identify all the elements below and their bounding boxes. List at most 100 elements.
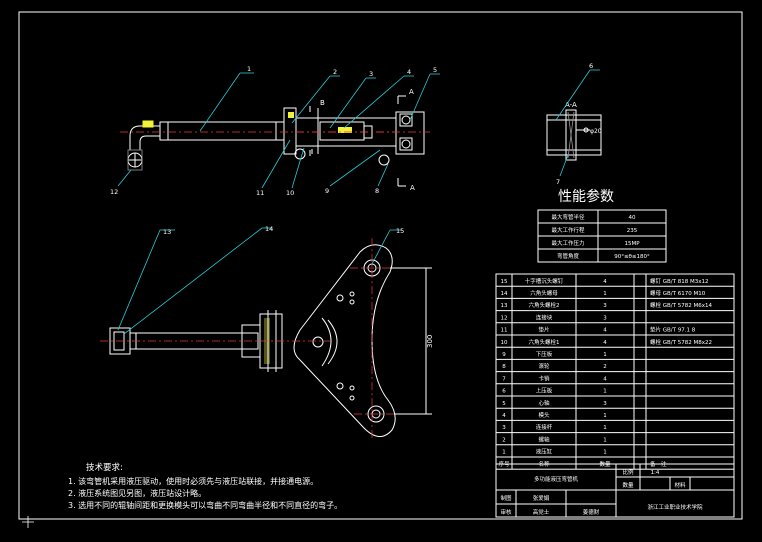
bom-cell-name: 连接杆 — [536, 423, 553, 431]
bom-cell-name: 六角头螺母 — [530, 289, 558, 297]
balloon-12: 12 — [110, 188, 118, 196]
school-name: 浙江工业职业技术学院 — [647, 503, 703, 511]
bom-cell-note: 螺栓 GB/T 5782 M8x22 — [650, 338, 712, 346]
phi-20-label: φ20 — [590, 128, 602, 135]
material-label: 材料 — [674, 481, 686, 489]
balloon-15: 15 — [396, 227, 404, 235]
bom-cell-name: 下压板 — [536, 350, 553, 358]
product-name: 多功能液压弯管机 — [534, 475, 579, 483]
bom-cell-qty: 3 — [603, 303, 607, 309]
elbow-fitting — [129, 125, 160, 150]
bom-cell-no: 3 — [502, 425, 506, 431]
bom-cell-no: 7 — [502, 376, 506, 382]
drawing-frame — [18, 11, 743, 520]
bom-cell-qty: 4 — [603, 340, 607, 346]
bom-cell-note: 螺钉 GB/T 818 M3x12 — [650, 277, 709, 285]
bom-cell-no: 13 — [501, 303, 508, 309]
check-label: 审核 — [500, 508, 512, 516]
dimension-300: 300 — [426, 335, 434, 348]
perf-name-2: 最大工作压力 — [551, 239, 584, 247]
bom-cell-name: 螺轴 — [538, 435, 550, 443]
checker-name: 姜德财 — [583, 508, 600, 516]
bom-cell-no: 5 — [502, 401, 506, 407]
roller — [294, 148, 306, 160]
bom-cell-qty: 4 — [603, 279, 607, 285]
section-label-b: B — [320, 99, 325, 107]
bom-cell-no: 10 — [501, 340, 508, 346]
balloon-3: 3 — [369, 70, 373, 78]
bom-cell-qty: 3 — [603, 401, 607, 407]
bom-cell-qty: 3 — [603, 315, 607, 321]
bom-cell-name: 六角头螺栓2 — [529, 301, 560, 309]
bom-cell-note: 螺栓 GB/T 5782 M6x14 — [650, 301, 712, 309]
section-aa-label: A-A — [565, 101, 577, 109]
technical-requirements: 技术要求: 1. 该弯管机采用液压驱动，使用时必须先与液压站联接，并接通电源。 … — [68, 462, 342, 510]
bom-cell-no: 11 — [501, 328, 508, 334]
balloon-1: 1 — [247, 65, 251, 73]
balloon-9: 9 — [325, 187, 329, 195]
bom-cell-qty: 4 — [603, 376, 607, 382]
perf-value-3: 90°≤θ≤180° — [614, 254, 650, 260]
count-label: 数量 — [622, 481, 634, 489]
bending-frame-plate — [293, 244, 396, 437]
perf-name-0: 最大弯管半径 — [551, 213, 585, 221]
bom-cell-no: 4 — [502, 413, 506, 419]
bom-cell-name: 滚轮 — [538, 362, 550, 370]
bom-cell-no: 9 — [502, 352, 506, 358]
bom-cell-name: 卡销 — [538, 374, 550, 382]
upper-plate — [395, 111, 425, 155]
check-name: 高党士 — [533, 508, 550, 516]
perf-value-0: 40 — [629, 215, 636, 221]
bom-cell-name: 十字槽沉头螺钉 — [525, 277, 564, 285]
bom-cell-name: 液压缸 — [536, 448, 553, 456]
bom-cell-qty: 1 — [603, 450, 607, 456]
balloon-5: 5 — [433, 66, 437, 74]
tech-item-2: 2. 液压系统图见另图，液压站设计略。 — [68, 488, 206, 498]
hydraulic-cylinder — [159, 121, 285, 141]
tech-title: 技术要求: — [86, 462, 123, 473]
bom-cell-qty: 1 — [603, 291, 607, 297]
performance-title: 性能参数 — [558, 188, 614, 205]
bottom-view: 300 — [100, 238, 434, 440]
die-head-section — [565, 109, 577, 161]
bom-cell-no: 1 — [502, 450, 506, 456]
bom-cell-no: 14 — [501, 291, 508, 297]
bom-cell-name: 连接块 — [536, 313, 553, 321]
drawn-name: 张爱娟 — [533, 494, 550, 502]
balloon-13: 13 — [163, 228, 171, 236]
bom-cell-qty: 1 — [603, 389, 607, 395]
balloon-10: 10 — [286, 189, 294, 197]
scale-value: 1:4 — [651, 470, 660, 476]
bom-cell-note: 垫片 GB/T 97.1 8 — [650, 326, 696, 334]
bom-cell-qty: 1 — [603, 425, 607, 431]
tech-item-1: 1. 该弯管机采用液压驱动，使用时必须先与液压站联接，并接通电源。 — [68, 476, 318, 486]
bom-cell-name: 模头 — [538, 411, 550, 419]
bom-cell-no: 8 — [502, 364, 506, 370]
balloon-14: 14 — [265, 225, 273, 233]
performance-table: 性能参数 最大弯管半径 40 最大工作行程 235 最大工作压力 15MP 弯管… — [537, 188, 667, 263]
balloon-8: 8 — [375, 187, 379, 195]
bom-cell-note: 螺母 GB/T 6170 M10 — [650, 289, 706, 297]
bom-cell-no: 15 — [501, 279, 508, 285]
roller — [378, 154, 390, 166]
bom-cell-qty: 4 — [603, 328, 607, 334]
title-block: 多功能液压弯管机 比例 1:4 数量 材料 制图 张爱娟 审核 高党士 姜德财 … — [495, 463, 735, 518]
scale-label: 比例 — [622, 468, 634, 476]
bom-cell-no: 6 — [502, 389, 506, 395]
section-label-a-bottom: A — [410, 184, 415, 192]
bom-cell-name: 六角头螺栓1 — [529, 338, 560, 346]
bom-cell-no: 12 — [501, 315, 508, 321]
leaders — [117, 69, 600, 335]
bom-cell-qty: 2 — [603, 364, 607, 370]
tech-item-3: 3. 选用不同的辊轴间距和更换模头可以弯曲不同弯曲半径和不同直径的弯子。 — [68, 500, 342, 510]
balloon-4: 4 — [407, 68, 411, 76]
bom-cell-qty: 1 — [603, 352, 607, 358]
cylinder-body — [129, 332, 259, 350]
balloon-2: 2 — [333, 68, 337, 76]
drawn-label: 制图 — [500, 494, 512, 502]
balloon-6: 6 — [589, 62, 593, 70]
bom-cell-name: 心轴 — [538, 399, 550, 407]
bom-cell-name: 垫片 — [538, 326, 549, 334]
